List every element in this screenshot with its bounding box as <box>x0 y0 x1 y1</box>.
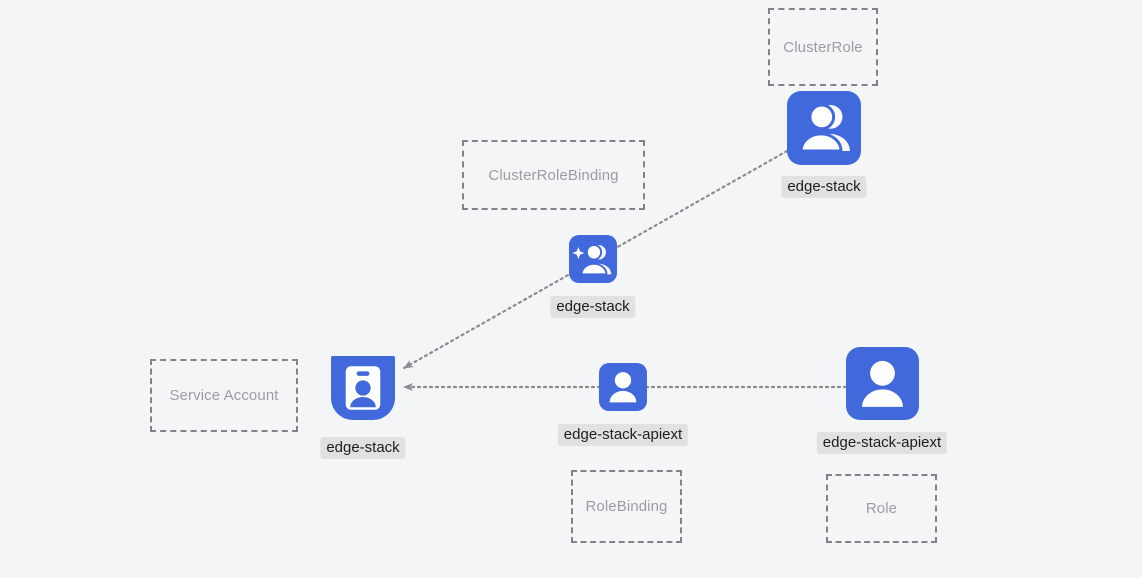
group-box-role: Role <box>826 474 937 543</box>
group-label-role: Role <box>865 500 898 517</box>
group-label-rolebinding: RoleBinding <box>585 498 668 515</box>
role-icon[interactable] <box>846 347 919 420</box>
node-label-serviceaccount: edge-stack <box>320 437 406 459</box>
group-box-serviceaccount: Service Account <box>150 359 298 432</box>
node-label-rolebinding: edge-stack-apiext <box>557 424 689 446</box>
role-binding-icon[interactable] <box>599 363 647 411</box>
group-label-serviceaccount: Service Account <box>169 387 279 404</box>
service-account-icon[interactable] <box>331 356 395 420</box>
cluster-role-icon[interactable] <box>787 91 861 165</box>
group-label-clusterrole: ClusterRole <box>783 38 863 56</box>
node-label-clusterrole: edge-stack <box>781 176 867 198</box>
group-box-rolebinding: RoleBinding <box>571 470 682 543</box>
group-label-clusterrolebinding: ClusterRoleBinding <box>488 166 619 184</box>
node-label-role: edge-stack-apiext <box>816 432 948 454</box>
group-box-clusterrole: ClusterRole <box>768 8 878 86</box>
group-box-clusterrolebinding: ClusterRoleBinding <box>462 140 645 210</box>
node-label-clusterrolebinding: edge-stack <box>550 296 636 318</box>
cluster-role-binding-icon[interactable] <box>569 235 617 283</box>
